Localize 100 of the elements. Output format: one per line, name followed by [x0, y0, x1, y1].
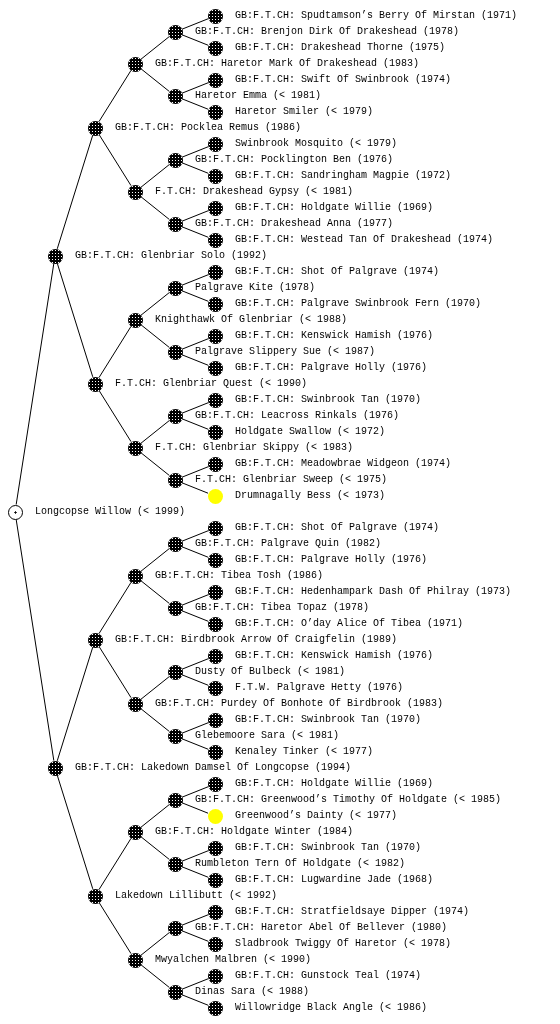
connector-line: [181, 802, 209, 814]
pedigree-name-label: GB:F.T.CH: Westead Tan Of Drakeshead (1974): [235, 234, 494, 246]
pedigree-name-label: GB:F.T.CH: Shot Of Palgrave (1974): [235, 522, 440, 534]
connector-line: [140, 452, 170, 476]
pedigree-name-label: Swinbrook Mosquito (< 1979): [235, 138, 398, 150]
connector-line: [98, 133, 132, 187]
connector-line: [181, 290, 209, 302]
pedigree-name-label: GB:F.T.CH: Purdey Of Bonhote Of Birdbrook (1983): [155, 698, 444, 710]
pedigree-name-label: Dinas Sara (< 1988): [195, 986, 310, 998]
connector-line: [98, 645, 132, 699]
connector-line: [181, 274, 209, 286]
connector-line: [15, 518, 55, 762]
pedigree-name-label: Palgrave Slippery Sue (< 1987): [195, 346, 376, 358]
connector-line: [140, 580, 170, 604]
pedigree-name-label: Mwyalchen Malbren (< 1990): [155, 954, 312, 966]
connector-line: [181, 482, 209, 494]
pedigree-name-label: GB:F.T.CH: Stratfieldsaye Dipper (1974): [235, 906, 470, 918]
pedigree-name-label: GB:F.T.CH: Greenwood’s Timothy Of Holdgate (< 1985): [195, 794, 502, 806]
pedigree-name-label: GB:F.T.CH: Kenswick Hamish (1976): [235, 330, 434, 342]
connector-line: [140, 292, 170, 316]
pedigree-name-label: GB:F.T.CH: Hedenhampark Dash Of Philray (1973): [235, 586, 512, 598]
connector-line: [140, 708, 170, 732]
connector-line: [181, 994, 209, 1006]
pedigree-name-label: Longcopse Willow (< 1999): [35, 506, 186, 518]
connector-line: [98, 837, 132, 891]
connector-line: [140, 420, 170, 444]
pedigree-name-label: GB:F.T.CH: Holdgate Willie (1969): [235, 202, 434, 214]
pedigree-name-label: GB:F.T.CH: Sandringham Magpie (1972): [235, 170, 452, 182]
pedigree-name-label: GB:F.T.CH: Lugwardine Jade (1968): [235, 874, 434, 886]
pedigree-name-label: GB:F.T.CH: Haretor Mark Of Drakeshead (1983): [155, 58, 420, 70]
pedigree-name-label: Drumnagally Bess (< 1973): [235, 490, 386, 502]
connector-line: [181, 146, 209, 158]
pedigree-name-label: GB:F.T.CH: Swinbrook Tan (1970): [235, 842, 422, 854]
connector-line: [181, 978, 209, 990]
connector-line: [56, 646, 94, 762]
pedigree-name-label: Haretor Emma (< 1981): [195, 90, 322, 102]
pedigree-name-label: Glebemoore Sara (< 1981): [195, 730, 340, 742]
connector-line: [181, 866, 209, 878]
pedigree-name-label: GB:F.T.CH: Pocklea Remus (1986): [115, 122, 302, 134]
connector-line: [181, 786, 209, 798]
connector-line: [98, 325, 132, 379]
connector-line: [181, 162, 209, 174]
connector-line: [56, 774, 94, 890]
connector-line: [181, 530, 209, 542]
pedigree-name-label: F.T.W. Palgrave Hetty (1976): [235, 682, 404, 694]
connector-line: [181, 594, 209, 606]
connector-line: [140, 836, 170, 860]
pedigree-name-label: GB:F.T.CH: Pocklington Ben (1976): [195, 154, 394, 166]
pedigree-name-label: GB:F.T.CH: Lakedown Damsel Of Longcopse (1994): [75, 762, 352, 774]
connector-line: [181, 82, 209, 94]
pedigree-name-label: GB:F.T.CH: Drakeshead Thorne (1975): [235, 42, 446, 54]
pedigree-name-label: Kenaley Tinker (< 1977): [235, 746, 374, 758]
pedigree-name-label: GB:F.T.CH: Holdgate Winter (1984): [155, 826, 354, 838]
pedigree-name-label: Dusty Of Bulbeck (< 1981): [195, 666, 346, 678]
connector-line: [140, 36, 170, 60]
connector-line: [140, 932, 170, 956]
connector-line: [181, 354, 209, 366]
connector-line: [140, 196, 170, 220]
pedigree-name-label: GB:F.T.CH: Swinbrook Tan (1970): [235, 714, 422, 726]
connector-line: [181, 738, 209, 750]
pedigree-name-label: GB:F.T.CH: Swinbrook Tan (1970): [235, 394, 422, 406]
pedigree-name-label: GB:F.T.CH: Kenswick Hamish (1976): [235, 650, 434, 662]
connector-line: [140, 68, 170, 92]
pedigree-name-label: F.T.CH: Drakeshead Gypsy (< 1981): [155, 186, 354, 198]
connector-line: [181, 98, 209, 110]
pedigree-name-label: GB:F.T.CH: Tibea Topaz (1978): [195, 602, 370, 614]
connector-line: [181, 930, 209, 942]
pedigree-name-label: GB:F.T.CH: Leacross Rinkals (1976): [195, 410, 400, 422]
connector-line: [56, 134, 94, 250]
pedigree-name-label: Lakedown Lillibutt (< 1992): [115, 890, 278, 902]
connector-line: [181, 722, 209, 734]
pedigree-name-label: Palgrave Kite (1978): [195, 282, 316, 294]
pedigree-name-label: GB:F.T.CH: Drakeshead Anna (1977): [195, 218, 394, 230]
connector-line: [98, 581, 132, 635]
pedigree-name-label: Knighthawk Of Glenbriar (< 1988): [155, 314, 348, 326]
pedigree-name-label: GB:F.T.CH: Gunstock Teal (1974): [235, 970, 422, 982]
pedigree-name-label: Holdgate Swallow (< 1972): [235, 426, 386, 438]
connector-line: [181, 34, 209, 46]
connector-line: [181, 210, 209, 222]
connector-line: [140, 964, 170, 988]
pedigree-name-label: GB:F.T.CH: Palgrave Holly (1976): [235, 362, 428, 374]
pedigree-name-label: GB:F.T.CH: Glenbriar Solo (1992): [75, 250, 268, 262]
pedigree-name-label: Greenwood’s Dainty (< 1977): [235, 810, 398, 822]
connector-line: [181, 402, 209, 414]
pedigree-name-label: Willowridge Black Angle (< 1986): [235, 1002, 428, 1014]
pedigree-name-label: GB:F.T.CH: Haretor Abel Of Bellever (1980): [195, 922, 448, 934]
connector-line: [98, 901, 132, 955]
connector-line: [181, 914, 209, 926]
connector-line: [181, 418, 209, 430]
connector-line: [98, 69, 132, 123]
connector-line: [56, 262, 94, 378]
pedigree-name-label: GB:F.T.CH: Swift Of Swinbrook (1974): [235, 74, 452, 86]
pedigree-name-label: Rumbleton Tern Of Holdgate (< 1982): [195, 858, 406, 870]
pedigree-name-label: F.T.CH: Glenbriar Skippy (< 1983): [155, 442, 354, 454]
pedigree-name-label: GB:F.T.CH: Palgrave Swinbrook Fern (1970): [235, 298, 482, 310]
connector-line: [15, 262, 55, 506]
pedigree-name-label: GB:F.T.CH: Brenjon Dirk Of Drakeshead (1978): [195, 26, 460, 38]
pedigree-name-label: GB:F.T.CH: Holdgate Willie (1969): [235, 778, 434, 790]
pedigree-name-label: GB:F.T.CH: Palgrave Quin (1982): [195, 538, 382, 550]
connector-line: [181, 658, 209, 670]
